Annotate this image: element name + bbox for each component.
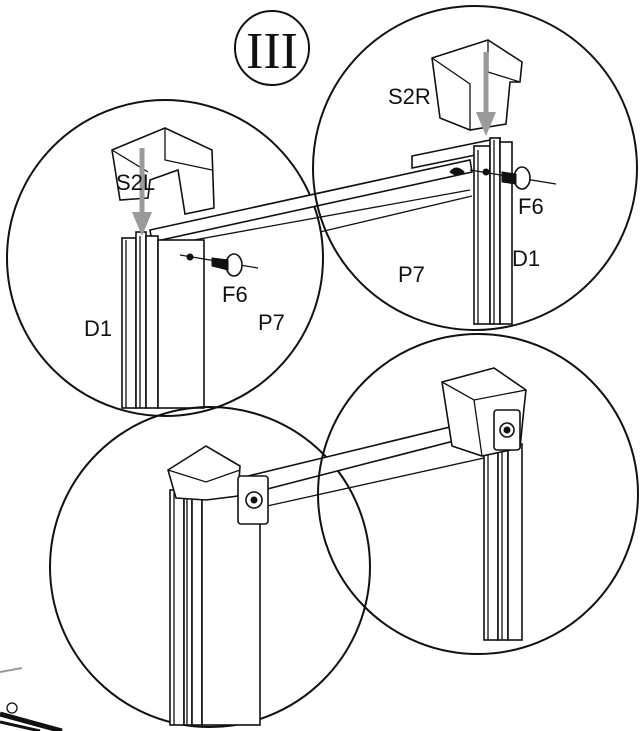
corner-fragment bbox=[0, 667, 63, 731]
detail-circle-top-right: S2R F6 D1 P7 bbox=[312, 5, 638, 331]
cap-s2r bbox=[431, 39, 523, 131]
arrow-down-right-icon bbox=[476, 52, 496, 136]
fixing-block-left bbox=[237, 475, 269, 525]
fixing-block-right bbox=[493, 409, 521, 451]
profile-d1-left bbox=[121, 231, 205, 409]
result-circle-bottom-right bbox=[317, 333, 639, 655]
arrow-down-left-icon bbox=[132, 148, 152, 236]
step-marker: III bbox=[234, 10, 310, 86]
installed-cap-left bbox=[167, 445, 241, 501]
cap-s2l bbox=[111, 127, 215, 215]
label-f6-right: F6 bbox=[518, 194, 544, 219]
profile-bottom-right bbox=[483, 439, 523, 641]
label-f6-left: F6 bbox=[222, 282, 248, 307]
profile-bottom-left bbox=[169, 483, 261, 726]
step-marker-text: III bbox=[246, 23, 298, 80]
detail-circle-top-left: S2L F6 D1 P7 bbox=[6, 99, 473, 417]
result-circle-bottom-left bbox=[49, 406, 521, 728]
label-p7-left: P7 bbox=[258, 310, 285, 335]
label-p7-right: P7 bbox=[398, 262, 425, 287]
screw-f6-left-icon bbox=[179, 253, 259, 277]
label-d1-right: D1 bbox=[512, 246, 540, 271]
label-s2r: S2R bbox=[388, 84, 431, 109]
profile-d1-right bbox=[473, 137, 513, 325]
label-d1-left: D1 bbox=[84, 316, 112, 341]
screw-f6-right-icon bbox=[449, 166, 557, 190]
label-s2l: S2L bbox=[116, 170, 155, 195]
